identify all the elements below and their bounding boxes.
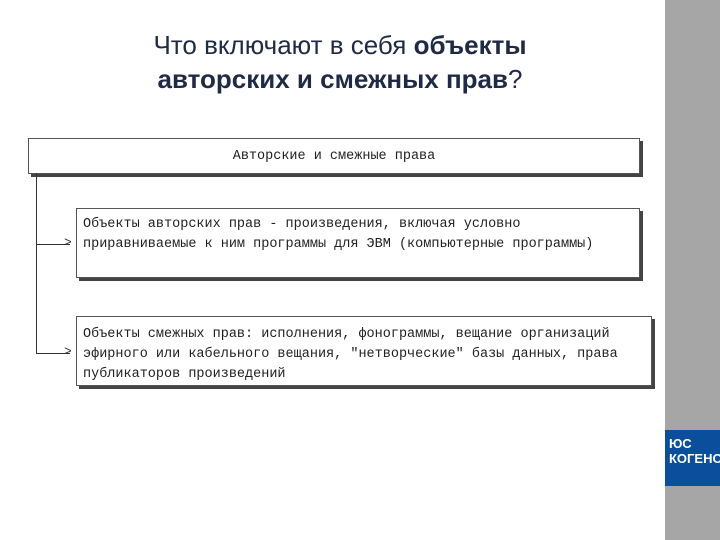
company-logo: ЮС КОГЕНС I — [665, 430, 720, 486]
title-part-1: Что включают в себя — [153, 30, 414, 60]
diagram-root-box: Авторские и смежные права — [28, 138, 640, 174]
arrow-2-icon: > — [64, 344, 72, 359]
rights-diagram: Авторские и смежные права > > Объекты ав… — [20, 116, 652, 412]
title-part-4: ? — [508, 64, 523, 94]
diagram-vertical-line — [36, 173, 37, 353]
root-box-label: Авторские и смежные права — [232, 148, 436, 164]
slide-title: Что включают в себя объекты авторских и … — [60, 28, 620, 96]
arrow-1-icon: > — [64, 235, 72, 250]
title-part-3: авторских и смежных прав — [157, 64, 508, 94]
diagram-box-related-rights: Объекты смежных прав: исполнения, фоногр… — [76, 316, 652, 386]
diagram-box-copyright: Объекты авторских прав - произведения, в… — [76, 208, 640, 278]
diagram-connector-2 — [36, 353, 70, 354]
copyright-box-text: Объекты авторских прав - произведения, в… — [83, 217, 594, 252]
logo-line-1: ЮС — [669, 436, 692, 451]
title-part-2: объекты — [413, 30, 527, 60]
related-rights-box-text: Объекты смежных прав: исполнения, фоногр… — [83, 327, 618, 382]
diagram-connector-1 — [36, 244, 70, 245]
logo-line-2: КОГЕНС I — [669, 451, 720, 466]
